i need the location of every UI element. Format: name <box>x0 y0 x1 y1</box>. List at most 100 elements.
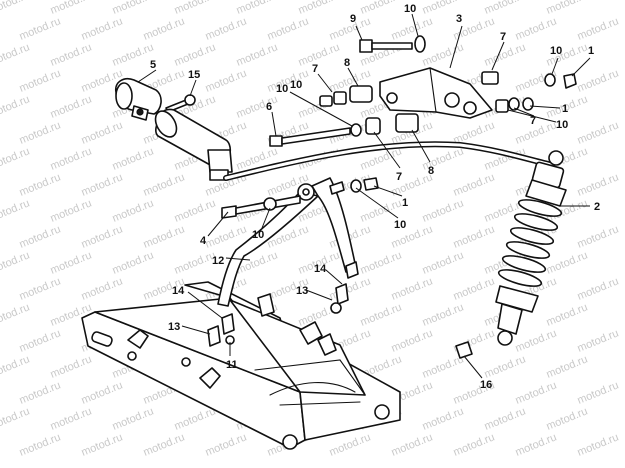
watermark-text: motod.ru <box>359 249 404 276</box>
watermark-text: motod.ru <box>576 431 621 458</box>
watermark-text: motod.ru <box>0 145 31 172</box>
watermark-text: motod.ru <box>483 0 528 17</box>
watermark-text: motod.ru <box>0 197 31 224</box>
bolt-6 <box>269 113 419 147</box>
watermark-text: motod.ru <box>49 0 94 17</box>
watermark-text: motod.ru <box>328 431 373 458</box>
watermark-text: motod.ru <box>297 0 342 17</box>
reservoir-clamp <box>114 77 162 121</box>
watermark-text: motod.ru <box>576 171 621 198</box>
watermark-text: motod.ru <box>452 431 497 458</box>
watermark-text: motod.ru <box>111 405 156 432</box>
callout-7-a: 7 <box>500 31 506 43</box>
watermark-text: motod.ru <box>297 41 342 68</box>
callout-2: 2 <box>594 201 600 213</box>
watermark-text: motod.ru <box>18 119 63 146</box>
watermark-text: motod.ru <box>390 327 435 354</box>
callout-8-a: 8 <box>344 57 350 69</box>
watermark-text: motod.ru <box>421 405 466 432</box>
callout-1-a: 1 <box>588 45 594 57</box>
callout-3: 3 <box>456 13 462 25</box>
watermark-text: motod.ru <box>18 275 63 302</box>
watermark-text: motod.ru <box>514 327 559 354</box>
watermark-text: motod.ru <box>80 275 125 302</box>
callout-14-a: 14 <box>314 263 327 275</box>
watermark-text: motod.ru <box>421 41 466 68</box>
callout-7-d: 7 <box>396 171 402 183</box>
watermark-text: motod.ru <box>452 223 497 250</box>
watermark-text: motod.ru <box>514 431 559 458</box>
swingarm <box>81 281 401 450</box>
watermark-text: motod.ru <box>0 93 31 120</box>
watermark-text: motod.ru <box>142 171 187 198</box>
reservoir-hose <box>223 141 555 181</box>
watermark-text: motod.ru <box>18 431 63 458</box>
callout-11: 11 <box>226 359 238 371</box>
watermark-text: motod.ru <box>0 0 31 17</box>
shock-absorber <box>495 150 567 346</box>
watermark-text: motod.ru <box>576 223 621 250</box>
watermark-text: motod.ru <box>545 0 590 17</box>
watermark-text: motod.ru <box>111 249 156 276</box>
callout-10-a: 10 <box>404 3 416 15</box>
small-fasteners <box>207 177 473 359</box>
watermark-text: motod.ru <box>142 431 187 458</box>
watermark-text: motod.ru <box>0 301 31 328</box>
watermark-text: motod.ru <box>18 67 63 94</box>
watermark-text: motod.ru <box>576 67 621 94</box>
callout-1-b: 1 <box>562 103 568 115</box>
callout-9: 9 <box>350 13 356 25</box>
callout-5: 5 <box>150 59 156 71</box>
watermark-text: motod.ru <box>204 67 249 94</box>
watermark-text: motod.ru <box>204 15 249 42</box>
watermark-text: motod.ru <box>173 405 218 432</box>
watermark-text: motod.ru <box>173 249 218 276</box>
callout-10-d: 10 <box>276 83 288 95</box>
callout-13-a: 13 <box>296 285 308 297</box>
leader-lines <box>137 13 591 379</box>
watermark-text: motod.ru <box>576 275 621 302</box>
callout-6: 6 <box>266 101 272 113</box>
watermark-text: motod.ru <box>545 353 590 380</box>
watermark-text: motod.ru <box>452 275 497 302</box>
callout-8-b: 8 <box>428 165 434 177</box>
watermark-text: motod.ru <box>390 431 435 458</box>
callout-15: 15 <box>188 69 200 81</box>
watermark-text: motod.ru <box>359 0 404 17</box>
rocker-arm <box>379 67 493 119</box>
watermark-text: motod.ru <box>18 15 63 42</box>
callout-10-e: 10 <box>290 79 302 91</box>
watermark-text: motod.ru <box>421 301 466 328</box>
callout-4: 4 <box>200 235 207 247</box>
callout-16: 16 <box>480 379 492 391</box>
watermark-text: motod.ru <box>235 41 280 68</box>
watermark-text: motod.ru <box>421 353 466 380</box>
watermark-text: motod.ru <box>49 41 94 68</box>
watermark-text: motod.ru <box>204 431 249 458</box>
watermark-text: motod.ru <box>0 41 31 68</box>
watermark-text: motod.ru <box>173 0 218 17</box>
watermark-text: motod.ru <box>545 405 590 432</box>
callout-10-f: 10 <box>394 219 406 231</box>
watermark-text: motod.ru <box>576 119 621 146</box>
callouts: 9 10 3 7 10 1 5 15 7 8 1 10 7 10 6 10 7 … <box>150 3 600 391</box>
watermark-text: motod.ru <box>18 171 63 198</box>
watermark-text: motod.ru <box>173 41 218 68</box>
watermark-text: motod.ru <box>0 405 31 432</box>
watermark-text: motod.ru <box>111 145 156 172</box>
callout-10-b: 10 <box>550 45 562 57</box>
watermark-text: motod.ru <box>49 197 94 224</box>
watermark-text: motod.ru <box>483 405 528 432</box>
watermark-text: motod.ru <box>142 15 187 42</box>
watermark-text: motod.ru <box>18 379 63 406</box>
washer-10-top <box>414 35 426 53</box>
watermark-text: motod.ru <box>80 379 125 406</box>
watermark-text: motod.ru <box>483 41 528 68</box>
watermark-text: motod.ru <box>80 15 125 42</box>
watermark-text: motod.ru <box>328 275 373 302</box>
watermark-text: motod.ru <box>0 353 31 380</box>
watermark-text: motod.ru <box>452 171 497 198</box>
watermark-text: motod.ru <box>359 301 404 328</box>
watermark-text: motod.ru <box>80 119 125 146</box>
